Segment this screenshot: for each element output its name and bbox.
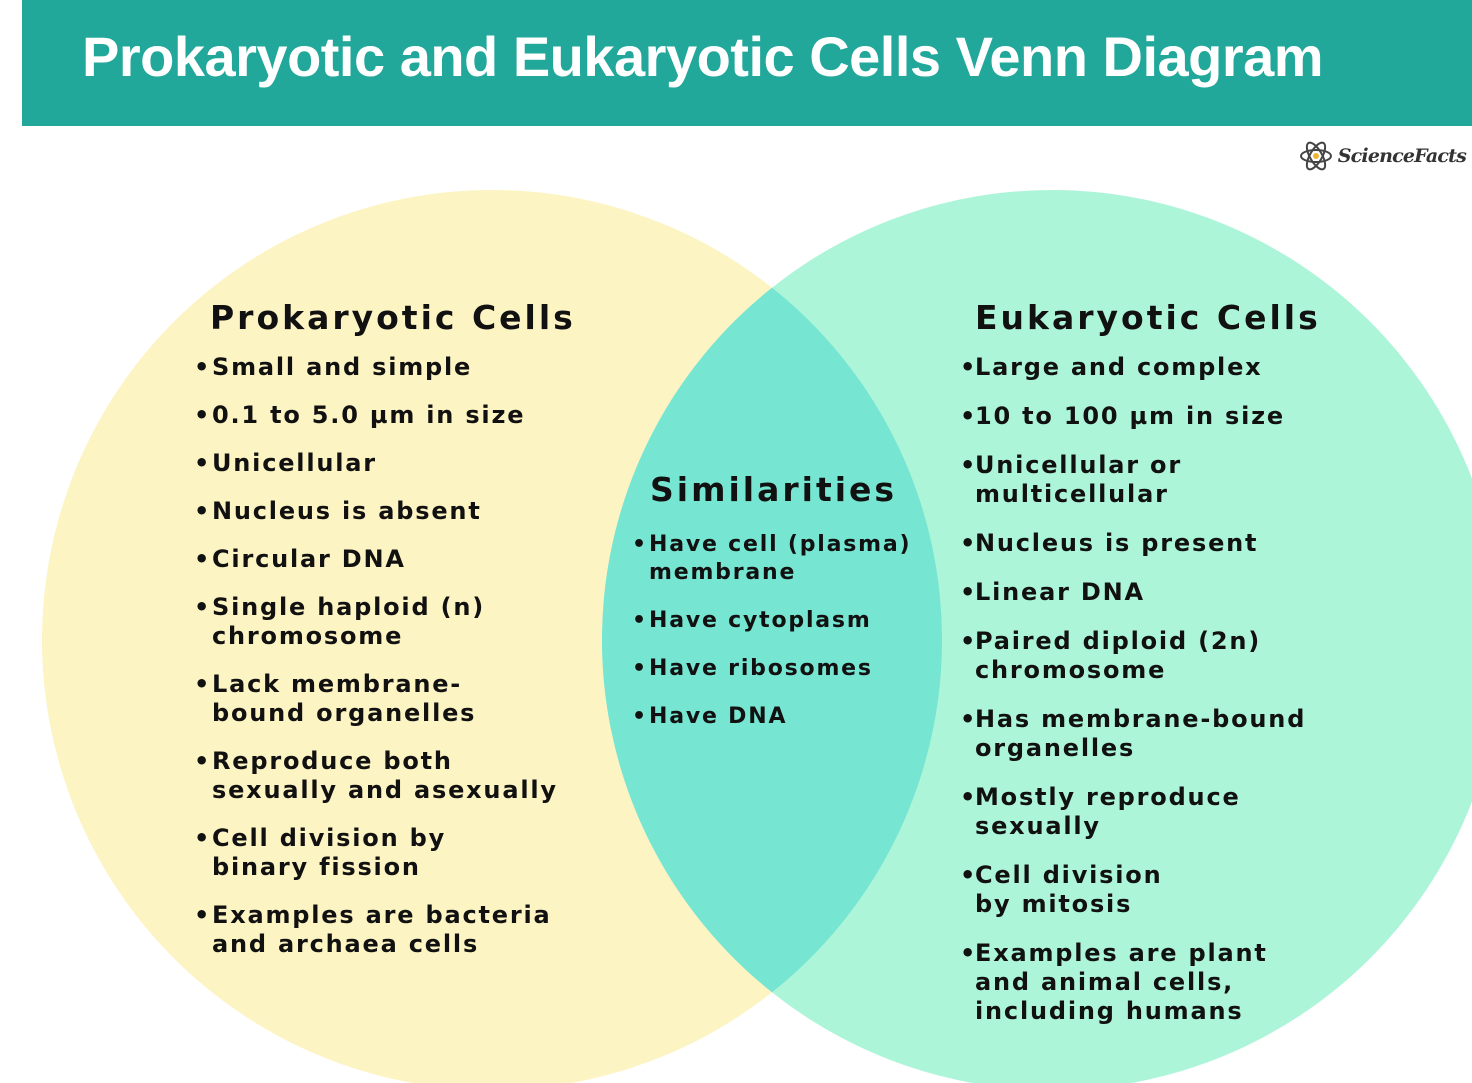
- list-item: Single haploid (n)chromosome: [194, 593, 576, 651]
- eukaryotic-list: Large and complex 10 to 100 µm in size U…: [960, 353, 1321, 1026]
- list-item: Nucleus is present: [960, 529, 1321, 558]
- list-item: 0.1 to 5.0 µm in size: [194, 401, 576, 430]
- list-item: Linear DNA: [960, 578, 1321, 607]
- prokaryotic-heading: Prokaryotic Cells: [210, 298, 576, 337]
- list-item: Circular DNA: [194, 545, 576, 574]
- logo-text: ScienceFacts: [1337, 145, 1467, 167]
- list-item: Unicellular: [194, 449, 576, 478]
- list-item: Nucleus is absent: [194, 497, 576, 526]
- similarities-list: Have cell (plasma)membrane Have cytoplas…: [632, 531, 911, 731]
- similarities-heading: Similarities: [650, 470, 898, 509]
- eukaryotic-heading: Eukaryotic Cells: [975, 298, 1321, 337]
- sciencefacts-logo: ScienceFacts: [1298, 138, 1467, 174]
- list-item: Have ribosomes: [632, 655, 911, 683]
- list-item: Paired diploid (2n)chromosome: [960, 627, 1321, 685]
- list-item: Lack membrane-bound organelles: [194, 670, 576, 728]
- prokaryotic-list: Small and simple 0.1 to 5.0 µm in size U…: [194, 353, 576, 959]
- list-item: Have cell (plasma)membrane: [632, 531, 911, 587]
- list-item: Have cytoplasm: [632, 607, 911, 635]
- eukaryotic-panel: Eukaryotic Cells Large and complex 10 to…: [960, 298, 1321, 1046]
- list-item: Small and simple: [194, 353, 576, 382]
- list-item: Large and complex: [960, 353, 1321, 382]
- similarities-panel: Similarities Have cell (plasma)membrane …: [632, 470, 911, 751]
- title-banner: Prokaryotic and Eukaryotic Cells Venn Di…: [22, 0, 1472, 126]
- overlap-region: [602, 190, 942, 1083]
- prokaryotic-panel: Prokaryotic Cells Small and simple 0.1 t…: [194, 298, 576, 978]
- list-item: 10 to 100 µm in size: [960, 402, 1321, 431]
- atom-icon: [1299, 141, 1332, 171]
- list-item: Have DNA: [632, 703, 911, 731]
- page-title: Prokaryotic and Eukaryotic Cells Venn Di…: [82, 25, 1324, 88]
